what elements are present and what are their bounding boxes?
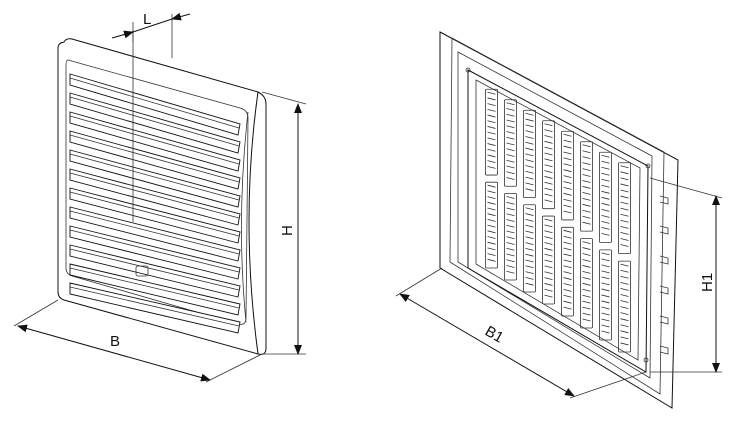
left-grille-frame-outer <box>57 38 267 355</box>
side-tab <box>659 195 669 205</box>
right-grille-flange <box>457 51 653 379</box>
slot-column <box>485 88 498 269</box>
screw-bottom-right <box>643 357 649 363</box>
dim-B-line <box>17 324 211 382</box>
slot-column <box>561 130 574 317</box>
side-tab <box>659 225 669 235</box>
right-grille-slots <box>485 88 631 353</box>
louvre-slat <box>69 168 241 226</box>
right-grille-back-plate <box>439 31 679 409</box>
dim-B1-ext-left <box>395 267 443 297</box>
louvre-slat <box>69 130 241 190</box>
dim-H1-ext-top <box>649 177 723 199</box>
louvre-slat <box>69 187 241 244</box>
left-grille-front-view <box>57 30 267 355</box>
dim-L-arrow-right <box>171 12 191 21</box>
dim-H-ext-top <box>261 91 307 105</box>
left-grille-louvres <box>69 73 241 334</box>
dim-L-line <box>132 18 173 33</box>
left-grille-center-clip <box>135 265 149 277</box>
dim-B1-ext-right <box>569 371 647 399</box>
slot-column <box>542 120 555 305</box>
dimension-L: L <box>111 11 191 58</box>
dim-B1-label: B1 <box>482 323 506 347</box>
dim-B-ext-right <box>205 353 263 383</box>
louvre-slat <box>69 92 241 154</box>
louvre-slat <box>69 244 241 298</box>
dim-L-arrow-left <box>111 30 134 39</box>
slot-column <box>504 99 517 281</box>
louvre-slat <box>69 225 241 280</box>
dimension-B1: B1 <box>395 267 647 399</box>
dimension-H: H <box>261 91 307 355</box>
right-grille-back-plate-inner <box>449 37 665 395</box>
screw-top-left <box>465 67 471 73</box>
slot-column <box>580 141 593 329</box>
louvre-slat <box>69 111 241 172</box>
louvre-slat <box>69 263 241 316</box>
slot-column <box>523 109 536 293</box>
louvre-slat <box>69 149 241 208</box>
dim-H1-label: H1 <box>699 273 716 292</box>
dim-B1-line <box>399 293 575 397</box>
side-tab <box>659 345 669 355</box>
screw-top-right <box>645 163 651 169</box>
left-grille-side-curve-inner <box>241 111 249 323</box>
side-tab <box>659 255 669 265</box>
louvre-slat <box>69 282 241 334</box>
dimension-H1: H1 <box>649 177 723 373</box>
dim-B-ext-left <box>13 299 59 327</box>
right-grille-rear-view <box>439 31 679 409</box>
louvre-slat <box>69 206 241 262</box>
right-grille-inner-box-edge <box>475 79 641 361</box>
dimension-B: B <box>13 299 263 383</box>
dim-L-label: L <box>143 11 151 28</box>
side-tab <box>659 285 669 295</box>
left-grille-side-curve <box>248 91 259 355</box>
slot-column <box>599 151 612 341</box>
slot-column <box>618 162 631 353</box>
dim-B-label: B <box>110 333 120 350</box>
louvre-slat <box>69 73 241 136</box>
dim-H-label: H <box>279 225 296 236</box>
side-tab <box>659 315 669 325</box>
right-grille-side-tabs <box>659 195 669 355</box>
